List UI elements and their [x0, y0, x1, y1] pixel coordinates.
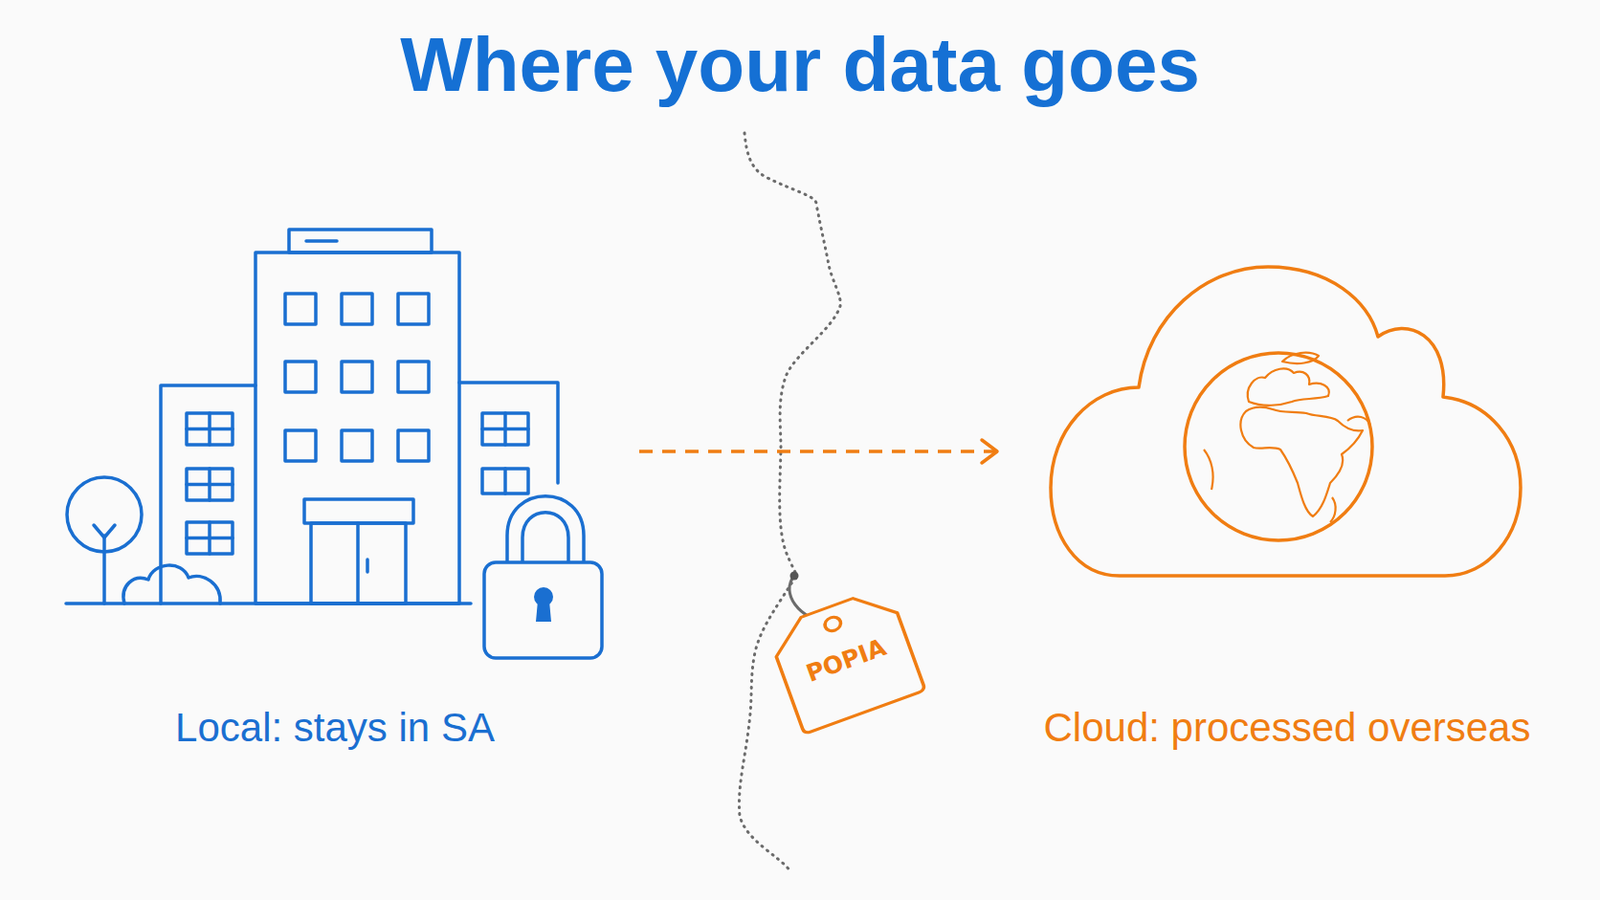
popia-tag: POPIA	[760, 580, 932, 740]
cloud-globe	[1050, 266, 1521, 577]
cloud-site: Cloud: processed overseas	[1004, 248, 1570, 752]
data-flow-arrow	[639, 440, 998, 464]
diagram-title: Where your data goes	[0, 21, 1600, 110]
site-label: Local: stays in SA	[175, 705, 495, 752]
padlock	[484, 496, 602, 659]
site-label: Cloud: processed overseas	[1044, 705, 1532, 752]
border-line	[738, 133, 841, 872]
office-building	[66, 229, 558, 604]
local-site: Local: stays in SA	[38, 215, 632, 752]
